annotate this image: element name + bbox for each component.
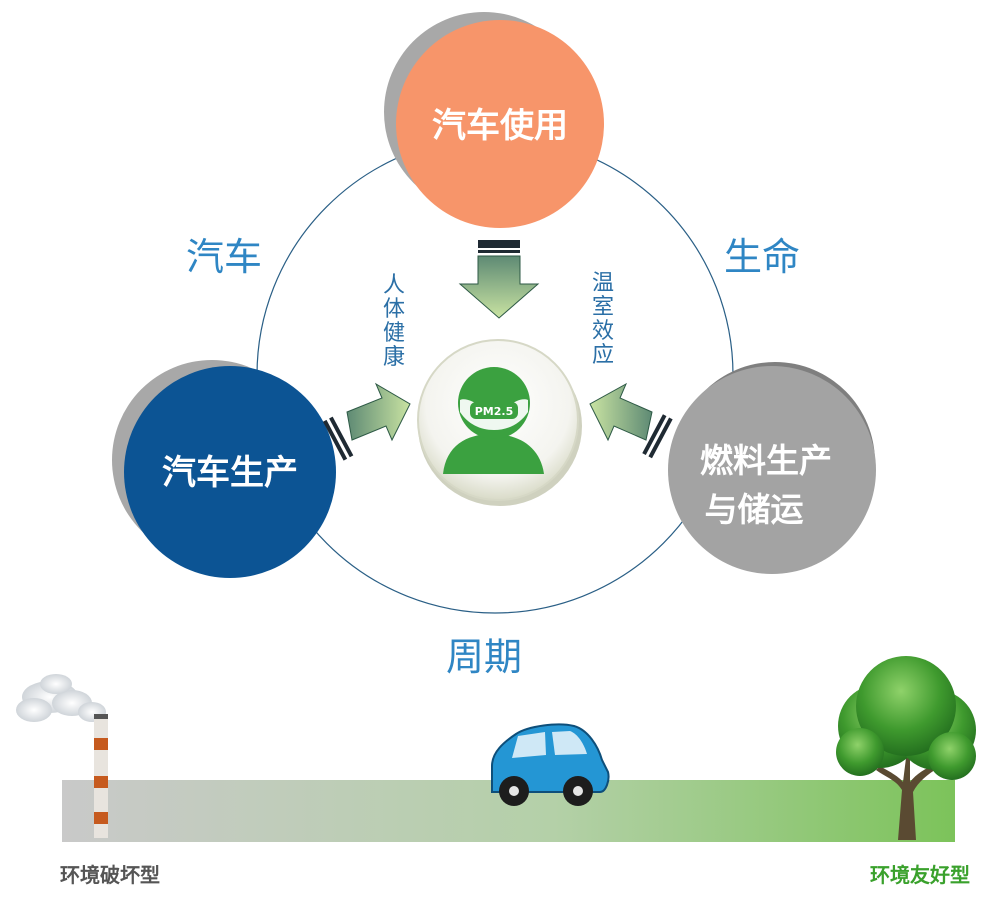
- node-fuel-production-circle: [668, 366, 876, 574]
- person-with-mask-icon: PM2.5: [443, 367, 544, 474]
- arrow-label-greenhouse-effect: 温 室 效 应: [592, 271, 614, 368]
- ring-label-left: 汽车: [186, 235, 262, 279]
- arrow-label-left-char-3: 健: [383, 321, 405, 346]
- arrow-left: [589, 382, 673, 459]
- arrow-label-right-char-4: 应: [592, 343, 614, 368]
- arrow-label-right-char-1: 温: [592, 271, 614, 296]
- car-icon: [491, 723, 610, 806]
- arrow-label-left-char-1: 人: [383, 273, 405, 298]
- node-car-usage-circle: [396, 20, 604, 228]
- arrow-label-left-char-4: 康: [383, 345, 405, 370]
- node-fuel-production: 燃料生产 与储运: [668, 362, 876, 574]
- arrow-label-right-char-2: 室: [592, 295, 614, 320]
- arrow-right: [322, 382, 411, 461]
- node-fuel-production-label-line1: 燃料生产: [700, 441, 832, 480]
- label-environment-friendly: 环境友好型: [870, 863, 970, 887]
- center-node: PM2.5: [417, 339, 582, 506]
- node-car-usage: 汽车使用: [384, 12, 604, 228]
- pm25-badge-text: PM2.5: [475, 405, 514, 418]
- node-car-production-label: 汽车生产: [162, 453, 298, 493]
- node-fuel-production-label-line2: 与储运: [705, 490, 804, 529]
- arrow-label-left-char-2: 体: [383, 297, 405, 322]
- arrow-label-human-health: 人 体 健 康: [383, 273, 405, 370]
- tree-icon: [836, 656, 976, 840]
- ring-label-right: 生命: [724, 235, 800, 279]
- node-car-production-circle: [124, 366, 336, 578]
- arrow-label-right-char-3: 效: [592, 319, 614, 344]
- label-environment-damaging: 环境破坏型: [60, 863, 160, 887]
- smokestack-icon: [16, 674, 108, 838]
- arrow-down: [458, 240, 540, 319]
- node-car-usage-label: 汽车使用: [432, 106, 568, 146]
- node-car-production: 汽车生产: [112, 360, 336, 578]
- ring-label-bottom: 周期: [446, 635, 522, 679]
